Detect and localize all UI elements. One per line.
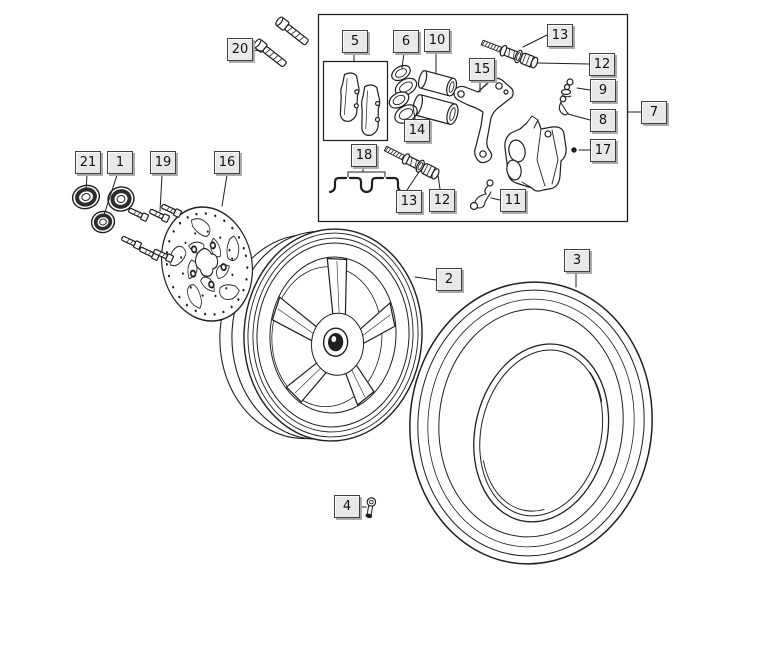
callout-17: 17: [590, 139, 616, 162]
callout-19: 19: [150, 151, 176, 174]
callout-num: 11: [504, 193, 522, 208]
callout-num: 14: [408, 123, 426, 138]
tyre-drawing: [409, 281, 653, 565]
callout-15: 15: [469, 58, 495, 81]
brake-pads-box: [322, 60, 389, 142]
callout-num: 7: [649, 105, 659, 120]
callout-num: 1: [115, 155, 125, 170]
callout-6: 6: [393, 30, 419, 53]
callout-num: 19: [154, 155, 172, 170]
callout-num: 17: [594, 143, 612, 158]
callout-12-top: 12: [589, 53, 615, 76]
callout-num: 4: [342, 499, 352, 514]
seals-pistons-drawing: [388, 64, 459, 125]
callout-2: 2: [436, 268, 462, 291]
callout-3: 3: [564, 249, 590, 272]
retaining-clip-drawing: [558, 95, 569, 116]
callout-16: 16: [214, 151, 240, 174]
callout-13-bottom: 13: [396, 190, 422, 213]
callout-num: 10: [428, 33, 446, 48]
callout-num: 9: [598, 83, 608, 98]
callout-10: 10: [424, 29, 450, 52]
pad-spring-drawing: [469, 179, 494, 211]
callout-9: 9: [590, 79, 616, 102]
caliper-body-drawing: [504, 115, 567, 192]
callout-7: 7: [641, 101, 667, 124]
callout-num: 20: [231, 42, 249, 57]
callout-num: 3: [572, 253, 582, 268]
callout-num: 6: [401, 34, 411, 49]
callout-num: 16: [218, 155, 236, 170]
callout-12-bottom: 12: [429, 189, 455, 212]
callout-num: 8: [598, 113, 608, 128]
callout-num: 13: [551, 28, 569, 43]
caliper-kit-box: [317, 13, 629, 223]
callout-8: 8: [590, 109, 616, 132]
callout-num: 12: [593, 57, 611, 72]
callout-20: 20: [227, 38, 253, 61]
callout-num: 5: [350, 34, 360, 49]
bleed-screw-bottom-drawing: [381, 142, 442, 182]
wheel-bearing-drawing: [90, 210, 116, 234]
hub-seal-drawing: [71, 184, 101, 210]
callout-4: 4: [334, 495, 360, 518]
axle-bolts-drawing: [251, 15, 311, 70]
callout-11: 11: [500, 189, 526, 212]
wheel-bearing-drawing: [107, 186, 135, 212]
callout-21: 21: [75, 151, 101, 174]
brake-pads-drawing: [339, 72, 381, 136]
callout-num: 13: [400, 194, 418, 209]
brake-disc-drawing: [160, 206, 254, 322]
callout-num: 15: [473, 62, 491, 77]
callout-18: 18: [351, 144, 377, 167]
callout-5: 5: [342, 30, 368, 53]
callout-14: 14: [404, 119, 430, 142]
tyre-valve-drawing: [365, 497, 377, 519]
callout-13-top: 13: [547, 24, 573, 47]
callout-num: 2: [444, 272, 454, 287]
leader-lines: [85, 34, 642, 508]
caliper-pin-drawing: [571, 147, 577, 153]
callout-num: 18: [355, 148, 373, 163]
pad-clips-drawing: [328, 176, 405, 194]
wheel-drawing: [219, 228, 423, 442]
callout-num: 12: [433, 193, 451, 208]
spring-washer-drawing: [560, 78, 574, 98]
support-bracket-drawing: [453, 77, 514, 164]
callout-1: 1: [107, 151, 133, 174]
callout-num: 21: [79, 155, 97, 170]
